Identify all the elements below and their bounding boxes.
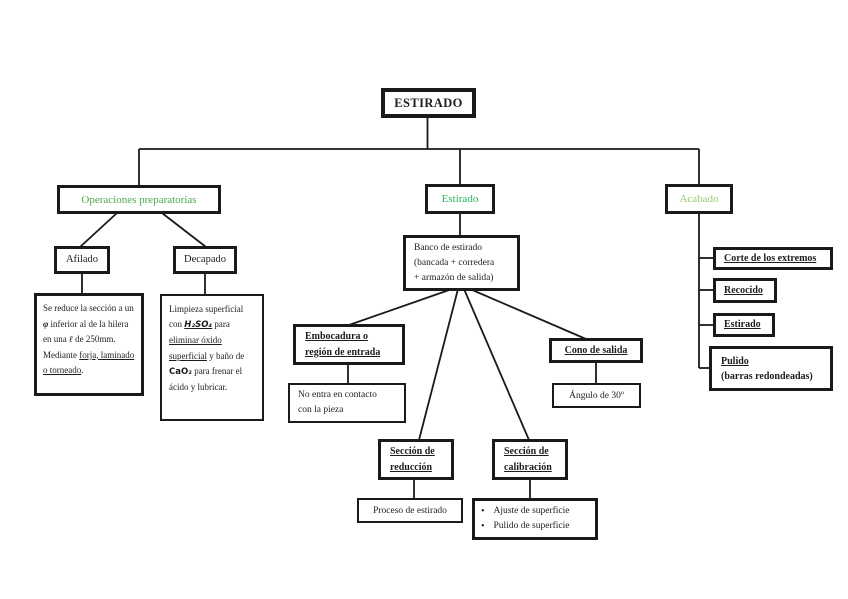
reduccion-line2: reducción — [390, 461, 433, 473]
node-acabado-branch: Acabado — [665, 184, 733, 214]
node-afilado: Afilado — [54, 246, 110, 274]
banco-line2: (bancada + corredera — [414, 257, 495, 268]
no-entra-line1: No entra en contacto — [298, 390, 377, 400]
preparatorias-label: Operaciones preparatorias — [81, 193, 197, 206]
node-pulido: Pulido (barras redondeadas) — [709, 346, 833, 391]
bullet-icon: • — [481, 521, 485, 532]
root-label: ESTIRADO — [394, 96, 463, 110]
bullet-icon: • — [481, 506, 485, 517]
node-seccion-reduccion: Sección de reducción — [378, 439, 454, 480]
node-operaciones-preparatorias: Operaciones preparatorias — [57, 185, 221, 214]
node-corte-extremos: Corte de los extremos — [713, 247, 833, 270]
h2so4-formula: H₂SO₄ — [184, 320, 213, 331]
calibracion-line1: Sección de — [504, 445, 549, 457]
calibracion-line2: calibración — [504, 461, 552, 473]
afilado-label: Afilado — [65, 254, 99, 265]
banco-line1: Banco de estirado — [414, 242, 483, 253]
banco-line3: + armazón de salida) — [414, 272, 494, 283]
node-recocido: Recocido — [713, 278, 777, 303]
corte-extremos-label: Corte de los extremos — [724, 252, 817, 264]
calibracion-detail-box: • Ajuste de superficie • Pulido de super… — [472, 498, 598, 540]
afilado-detail-text: Se reduce la sección a un φ inferior al … — [43, 303, 135, 376]
bullet-text-pulido: Pulido de superficie — [493, 521, 570, 531]
acabado-branch-label: Acabado — [679, 193, 719, 205]
embocadura-line1: Embocadura o — [305, 330, 369, 342]
no-entra-line2: con la pieza — [298, 405, 344, 415]
angulo-label: Ángulo de 30º — [569, 390, 624, 401]
node-embocadura: Embocadura o región de entrada — [293, 324, 405, 365]
node-estirado-acabado: Estirado — [713, 313, 775, 337]
reduccion-detail-box: Proceso de estirado — [357, 498, 463, 523]
phi-symbol: φ — [43, 318, 49, 329]
bullet-text-ajuste: Ajuste de superficie — [493, 506, 570, 516]
embocadura-line2: región de entrada — [305, 346, 381, 358]
estirado-acabado-label: Estirado — [724, 319, 761, 330]
node-decapado: Decapado — [173, 246, 237, 274]
ell-symbol: ℓ — [69, 334, 73, 345]
decapado-detail-text: Limpieza superficial con H₂SO₄ para elim… — [169, 304, 245, 393]
cono-label: Cono de salida — [564, 344, 628, 356]
cao2-formula: CaO₂ — [169, 366, 192, 377]
decapado-detail-box: Limpieza superficial con H₂SO₄ para elim… — [160, 294, 264, 421]
pulido-label: Pulido — [721, 355, 749, 367]
node-estirado-branch: Estirado — [425, 184, 495, 214]
embocadura-detail-box: No entra en contacto con la pieza — [288, 383, 406, 423]
reduccion-line1: Sección de — [390, 445, 435, 457]
proceso-estirado-label: Proceso de estirado — [373, 505, 447, 516]
node-seccion-calibracion: Sección de calibración — [492, 439, 568, 480]
cono-detail-box: Ángulo de 30º — [552, 383, 641, 408]
recocido-label: Recocido — [724, 284, 763, 296]
node-banco-de-estirado: Banco de estirado (bancada + corredera +… — [403, 235, 520, 291]
bullet-item: • Pulido de superficie — [475, 519, 570, 534]
node-estirado-root: ESTIRADO — [381, 88, 476, 118]
decapado-label: Decapado — [184, 254, 226, 265]
bullet-item: • Ajuste de superficie — [475, 504, 570, 519]
afilado-detail-box: Se reduce la sección a un φ inferior al … — [34, 293, 144, 396]
estirado-branch-label: Estirado — [441, 193, 479, 205]
node-cono-de-salida: Cono de salida — [549, 338, 643, 363]
pulido-sublabel: (barras redondeadas) — [721, 370, 813, 382]
